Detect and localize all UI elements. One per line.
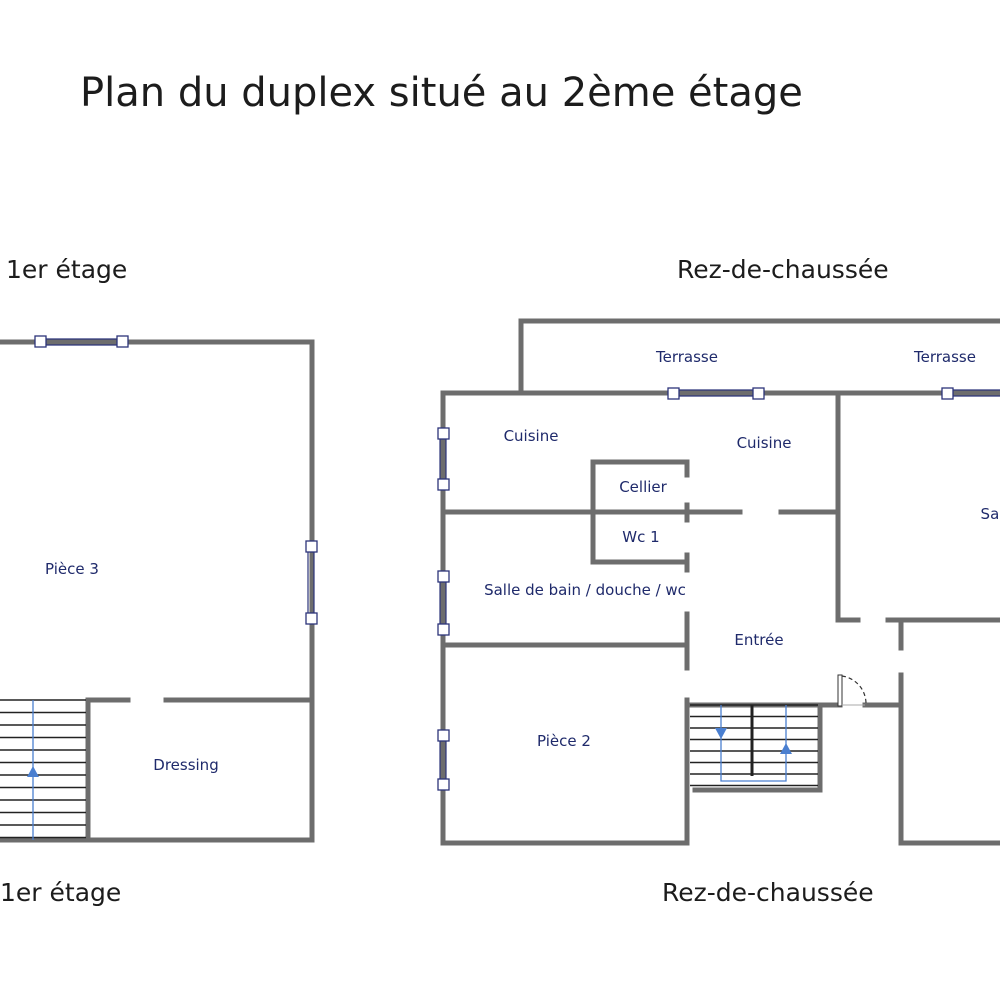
window	[34, 335, 129, 348]
room-label: Terrasse	[914, 348, 976, 366]
left-plan-walls	[0, 339, 315, 843]
room-label: Dressing	[153, 756, 219, 774]
stair-down-arrow-icon	[715, 728, 727, 739]
left-plan-label-top: 1er étage	[6, 255, 128, 284]
room-label: Cellier	[619, 478, 667, 496]
room-label: Sal	[980, 505, 1000, 523]
room-label: Salle de bain / douche / wc	[484, 581, 686, 599]
window	[667, 387, 765, 400]
room-label: Cuisine	[503, 427, 559, 445]
left-plan-label-bottom: 1er étage	[0, 878, 122, 907]
room-label: Cuisine	[736, 434, 792, 452]
page-title: Plan du duplex situé au 2ème étage	[80, 70, 803, 116]
window	[437, 729, 450, 791]
room-label: Entrée	[734, 631, 784, 649]
left-stairs	[0, 699, 86, 840]
room-label: Pièce 3	[45, 560, 99, 578]
window	[437, 570, 450, 636]
window	[941, 387, 1000, 400]
room-label: Terrasse	[656, 348, 718, 366]
entry-door	[837, 674, 867, 707]
right-stairs	[690, 704, 818, 787]
room-label: Wc 1	[622, 528, 660, 546]
right-plan-label-top: Rez-de-chaussée	[677, 255, 889, 284]
stair-up-arrow-icon	[780, 743, 792, 754]
right-plan-label-bottom: Rez-de-chaussée	[662, 878, 874, 907]
right-plan-walls	[440, 318, 1000, 846]
stair-up-arrow-icon	[27, 766, 39, 777]
window	[305, 540, 318, 625]
window	[437, 427, 450, 491]
room-label: Pièce 2	[537, 732, 591, 750]
